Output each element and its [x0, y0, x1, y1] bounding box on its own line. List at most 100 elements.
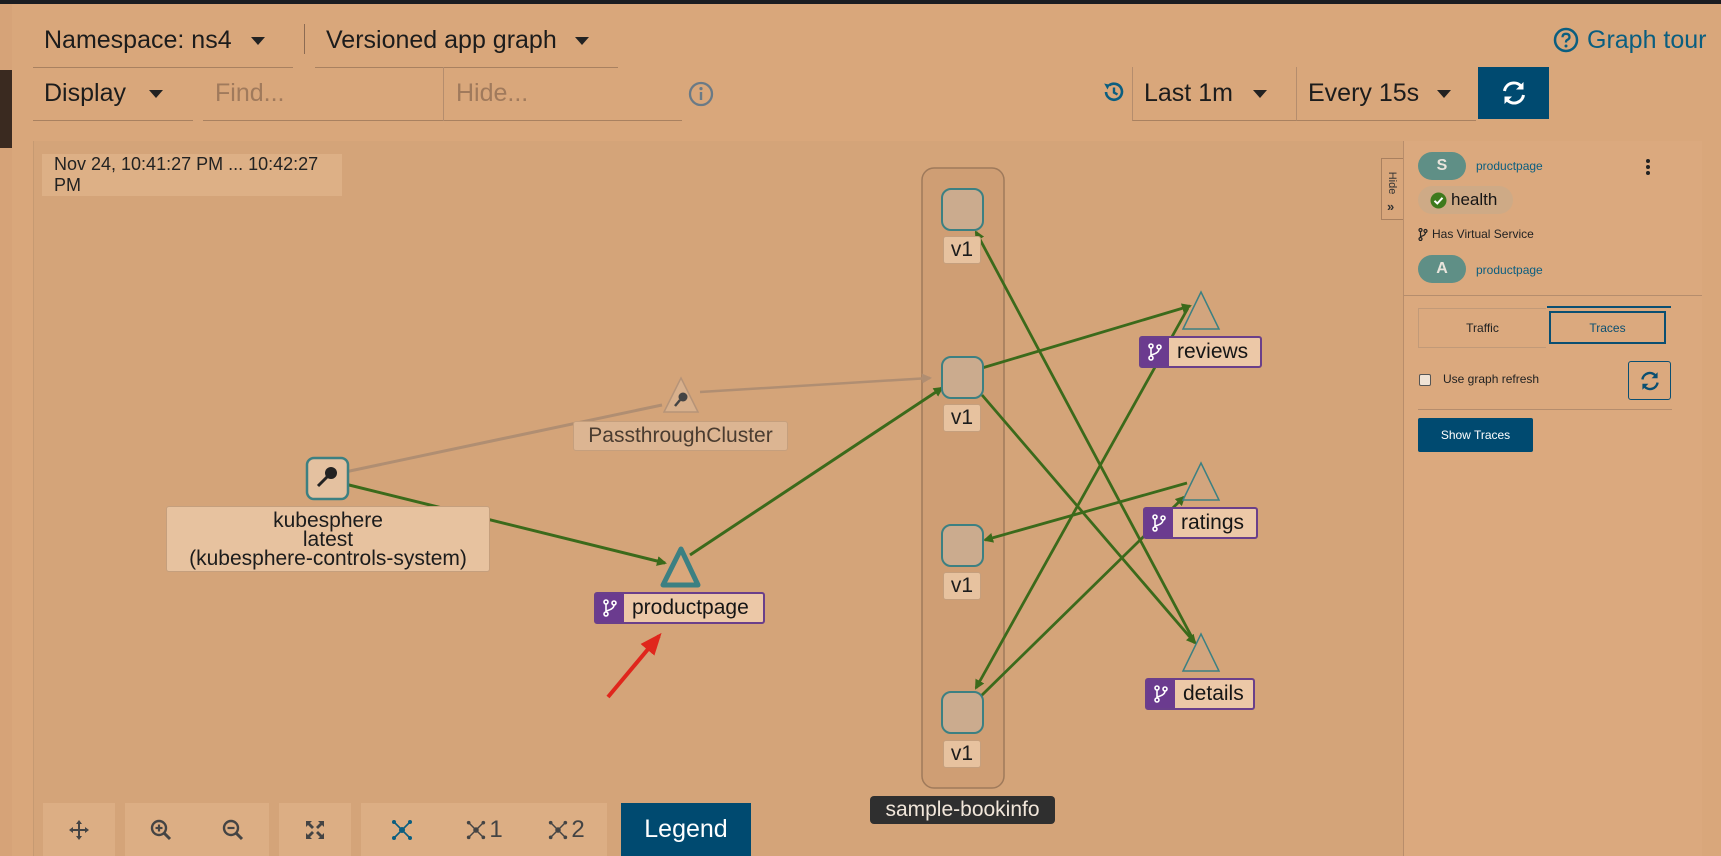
- topology-icon: [392, 819, 412, 840]
- hide-panel-tab[interactable]: Hide »: [1381, 158, 1403, 220]
- refresh-button[interactable]: [1478, 67, 1549, 119]
- productpage-node[interactable]: [660, 546, 701, 588]
- passthrough-text: PassthroughCluster: [588, 424, 773, 447]
- productpage-text: productpage: [632, 596, 749, 619]
- zoom-in-icon: [150, 819, 172, 840]
- workload-label: v1: [943, 740, 981, 768]
- reviews-node[interactable]: [1181, 290, 1221, 330]
- panel-divider: [1418, 409, 1672, 410]
- info-icon[interactable]: [687, 80, 715, 108]
- workload-node[interactable]: [941, 188, 984, 231]
- branch-icon: [1147, 680, 1175, 708]
- find-input[interactable]: Find...: [203, 67, 443, 121]
- fit-control-group: [279, 803, 351, 856]
- app-box-text: sample-bookinfo: [885, 798, 1040, 821]
- hide-tab-label: Hide: [1386, 171, 1398, 195]
- topology-icon: [467, 820, 486, 839]
- namespace-dropdown[interactable]: Namespace: ns4: [33, 14, 293, 68]
- details-label[interactable]: details: [1145, 678, 1255, 710]
- reviews-text: reviews: [1177, 340, 1249, 363]
- tab-traffic[interactable]: Traffic: [1418, 308, 1546, 348]
- reviews-label[interactable]: reviews: [1139, 336, 1262, 368]
- show-traces-label: Show Traces: [1440, 428, 1511, 442]
- details-node[interactable]: [1181, 632, 1221, 672]
- virtual-service-indicator: Has Virtual Service: [1418, 227, 1534, 241]
- layout-default-button[interactable]: [361, 803, 443, 856]
- chevron-down-icon: [149, 90, 163, 98]
- chevron-down-icon: [1437, 90, 1451, 98]
- fit-to-screen-button[interactable]: [279, 803, 351, 856]
- app-badge: A: [1418, 255, 1466, 283]
- layout-2-button[interactable]: 2: [525, 803, 607, 856]
- workload-label: v1: [943, 572, 981, 600]
- productpage-label[interactable]: productpage: [594, 592, 765, 624]
- tab-traces-label: Traces: [1589, 320, 1626, 335]
- input-separator: [443, 67, 444, 121]
- zoom-out-button[interactable]: [197, 803, 269, 856]
- workload-node[interactable]: [941, 356, 984, 399]
- side-panel: [1403, 141, 1702, 856]
- workload-node[interactable]: [941, 691, 984, 734]
- help-circle-icon: [1553, 27, 1579, 53]
- chevron-down-icon: [575, 37, 589, 45]
- refresh-interval-dropdown[interactable]: Every 15s: [1296, 67, 1476, 121]
- zoom-in-button[interactable]: [125, 803, 197, 856]
- history-icon: [1100, 78, 1128, 106]
- find-placeholder: Find...: [215, 79, 285, 107]
- sync-icon: [1640, 371, 1659, 390]
- workload-label: v1: [943, 236, 981, 264]
- annotation-arrow: [606, 632, 662, 699]
- version-text: v1: [950, 238, 974, 261]
- pan-button[interactable]: [43, 803, 115, 856]
- kubesphere-label: kubesphere latest (kubesphere-controls-s…: [166, 506, 490, 572]
- branch-icon: [1145, 509, 1173, 537]
- service-name-text: productpage: [1476, 159, 1543, 173]
- layout-1-button[interactable]: 1: [443, 803, 525, 856]
- details-text: details: [1183, 682, 1244, 705]
- expand-icon: [306, 820, 324, 839]
- duration-label: Last 1m: [1144, 79, 1233, 107]
- graph-canvas[interactable]: [33, 141, 1403, 856]
- graph-tour-link[interactable]: Graph tour: [1553, 22, 1707, 58]
- show-traces-button[interactable]: Show Traces: [1418, 418, 1533, 452]
- health-text: health: [1451, 190, 1498, 209]
- app-name-text: productpage: [1476, 263, 1543, 277]
- duration-dropdown[interactable]: Last 1m: [1132, 67, 1296, 121]
- display-dropdown[interactable]: Display: [33, 67, 193, 121]
- hide-placeholder: Hide...: [456, 79, 529, 107]
- ratings-node[interactable]: [1181, 461, 1221, 501]
- graph-type-label: Versioned app graph: [326, 26, 557, 54]
- graph-type-dropdown[interactable]: Versioned app graph: [315, 14, 618, 68]
- refresh-interval-label: Every 15s: [1308, 79, 1420, 107]
- service-name-link[interactable]: productpage: [1476, 159, 1543, 173]
- kebab-menu-icon[interactable]: [1644, 157, 1652, 177]
- version-text: v1: [950, 742, 974, 765]
- use-graph-refresh-text: Use graph refresh: [1443, 372, 1540, 386]
- check-circle-icon: [1430, 192, 1447, 208]
- hide-input[interactable]: Hide...: [444, 67, 682, 121]
- app-name-link[interactable]: productpage: [1476, 263, 1543, 277]
- tab-active-indicator: [1547, 306, 1671, 308]
- ratings-label[interactable]: ratings: [1143, 507, 1258, 539]
- passthrough-label: PassthroughCluster: [573, 421, 788, 451]
- virtual-service-text: Has Virtual Service: [1432, 227, 1534, 241]
- legend-button[interactable]: Legend: [621, 803, 751, 856]
- legend-label: Legend: [644, 815, 728, 843]
- tab-traces[interactable]: Traces: [1549, 311, 1666, 344]
- app-box-label: sample-bookinfo: [870, 796, 1055, 824]
- display-label: Display: [44, 79, 126, 107]
- workload-node[interactable]: [941, 524, 984, 567]
- branch-icon: [596, 594, 624, 622]
- service-badge-text: S: [1436, 157, 1448, 174]
- left-edge: [0, 4, 12, 856]
- app-box-sample-bookinfo[interactable]: [921, 167, 1005, 789]
- traces-refresh-button[interactable]: [1628, 361, 1671, 400]
- layout-2-label: 2: [571, 815, 585, 843]
- version-text: v1: [950, 406, 974, 429]
- timestamp-text: Nov 24, 10:41:27 PM ... 10:42:27 PM: [54, 154, 319, 195]
- layout-1-label: 1: [489, 815, 503, 843]
- kubesphere-name: kubesphere: [273, 508, 383, 532]
- use-graph-refresh-checkbox[interactable]: [1419, 374, 1431, 386]
- namespace-label: Namespace: ns4: [44, 26, 232, 54]
